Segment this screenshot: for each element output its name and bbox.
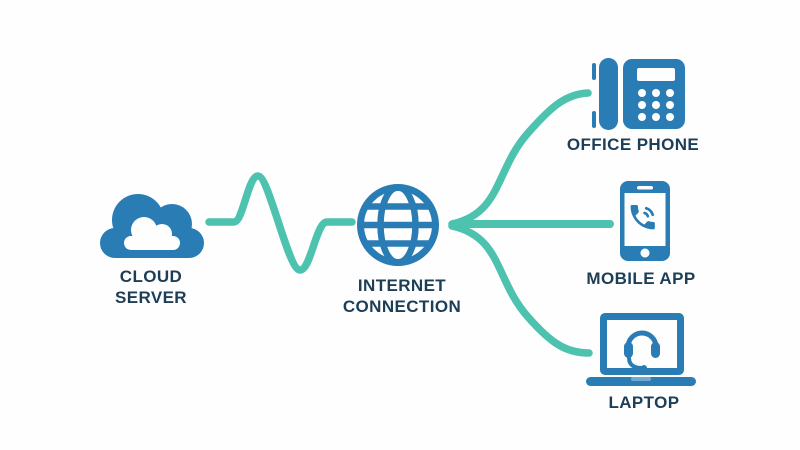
laptop-headset-icon bbox=[586, 313, 696, 386]
laptop-label: LAPTOP bbox=[608, 393, 680, 412]
globe-icon bbox=[357, 184, 439, 266]
connection-cloud-to-internet-wave bbox=[205, 172, 356, 274]
connection-internet-to-laptop bbox=[448, 222, 593, 357]
connection-internet-to-office-phone bbox=[448, 89, 592, 228]
office-phone-label: OFFICE PHONE bbox=[566, 135, 700, 154]
smartphone-call-icon bbox=[620, 181, 670, 261]
cloud-icon bbox=[100, 194, 204, 258]
internet-connection-label: INTERNET CONNECTION bbox=[342, 276, 462, 316]
desk-phone-icon bbox=[592, 58, 685, 130]
cloud-server-label: CLOUD SERVER bbox=[114, 267, 187, 307]
mobile-app-label: MOBILE APP bbox=[586, 269, 696, 288]
